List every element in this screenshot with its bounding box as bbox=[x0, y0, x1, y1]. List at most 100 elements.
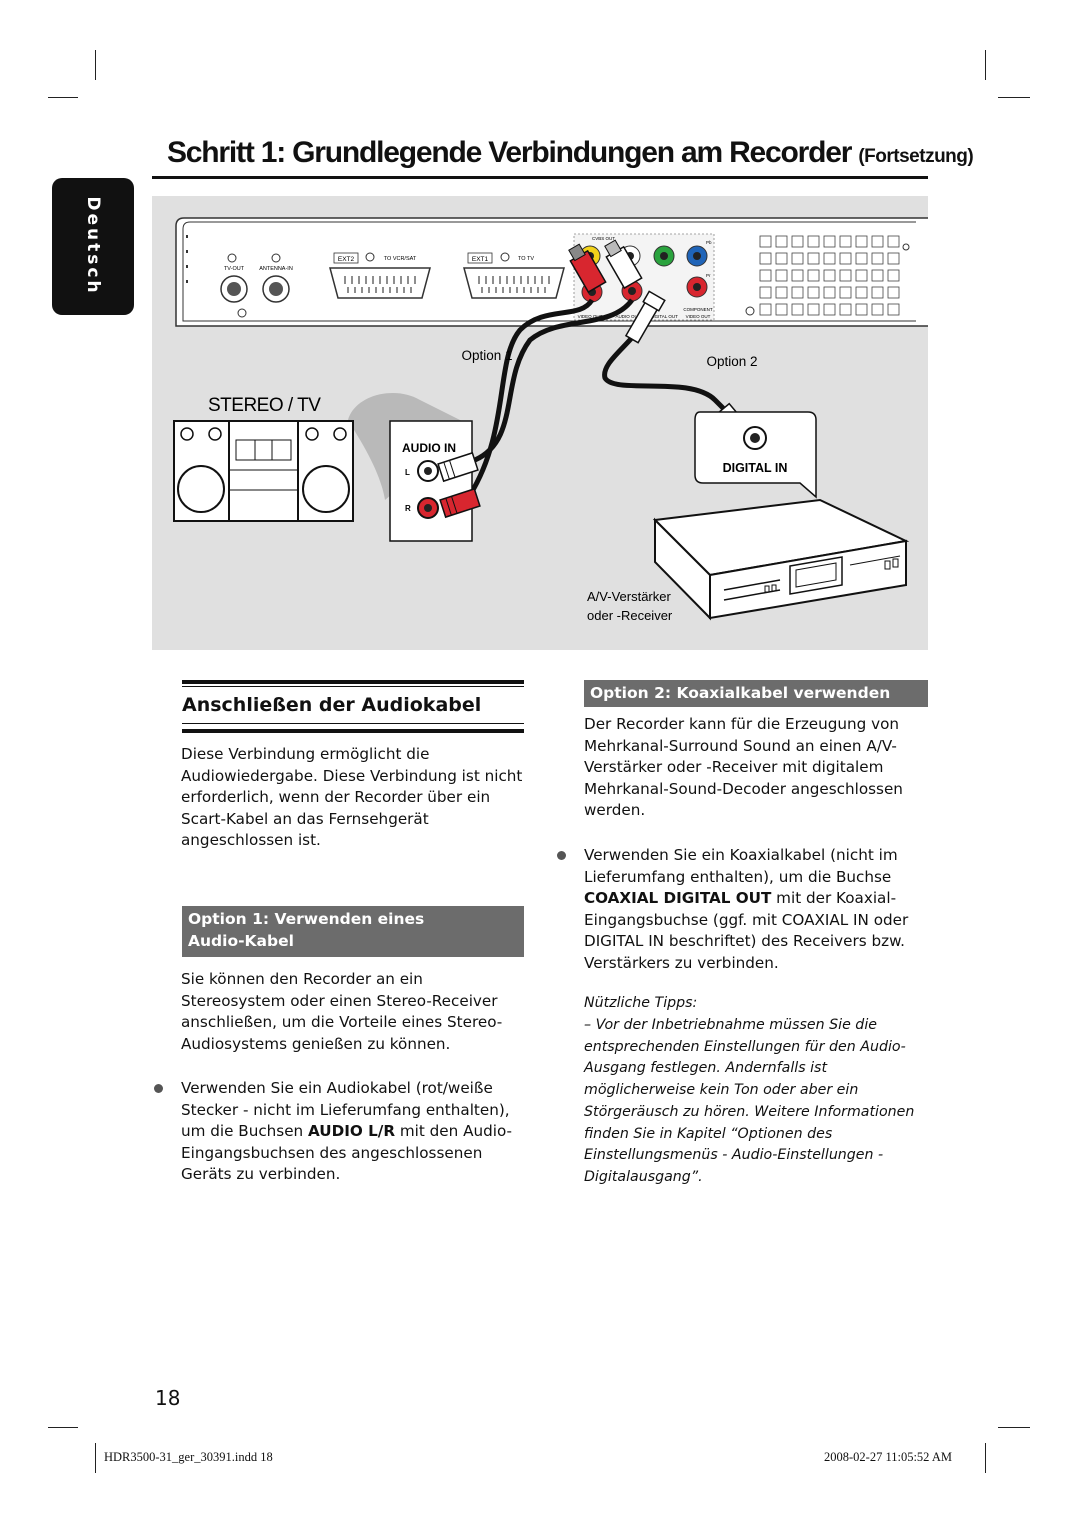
cvbs-out-label: CVBS OUT bbox=[592, 236, 615, 241]
vent-slot bbox=[775, 303, 788, 316]
page-number: 18 bbox=[155, 1386, 181, 1410]
vent-slot bbox=[839, 303, 852, 316]
option1-bar-line2: Audio-Kabel bbox=[188, 932, 294, 950]
vent-slot bbox=[775, 286, 788, 299]
section-rule bbox=[182, 680, 524, 684]
vent-slot bbox=[887, 252, 900, 265]
panel-vents bbox=[759, 235, 900, 316]
vent-slot bbox=[791, 303, 804, 316]
crop-mark bbox=[985, 1443, 986, 1473]
vent-slot bbox=[759, 235, 772, 248]
vent-slot bbox=[871, 303, 884, 316]
digital-out-label: DIGITAL OUT bbox=[650, 314, 678, 319]
recorder-back-panel: TV-OUT ANTENNA-IN EXT2 TO VCR/SAT EXT1 bbox=[175, 217, 928, 327]
vent-slot bbox=[807, 303, 820, 316]
digital-in-callout: DIGITAL IN bbox=[694, 411, 817, 499]
vent-slot bbox=[759, 269, 772, 282]
vent-slot bbox=[823, 303, 836, 316]
vent-slot bbox=[807, 269, 820, 282]
option1-text: Sie können den Recorder an ein Stereosys… bbox=[181, 970, 503, 1053]
option1-bullet-text: Verwenden Sie ein Audiokabel (rot/weiße … bbox=[181, 1078, 526, 1186]
crop-mark bbox=[95, 50, 96, 80]
audio-in-panel: AUDIO IN L R bbox=[389, 420, 481, 542]
vent-slot bbox=[855, 235, 868, 248]
vent-slot bbox=[855, 303, 868, 316]
vent-slot bbox=[887, 269, 900, 282]
option1-bullet-post: mit den Audio-Eingangsbuchsen des angesc… bbox=[181, 1122, 513, 1184]
option2-bullet-bold: COAXIAL DIGITAL OUT bbox=[584, 889, 772, 908]
option2-label: Option 2 bbox=[706, 354, 757, 369]
option1-label: Option 1 bbox=[461, 348, 512, 363]
antenna-in-label: ANTENNA-IN bbox=[259, 266, 293, 272]
connection-diagram: TV-OUT ANTENNA-IN EXT2 TO VCR/SAT EXT1 bbox=[152, 196, 928, 650]
stereo-system bbox=[173, 420, 354, 522]
vent-slot bbox=[887, 235, 900, 248]
section-heading-audio: Anschließen der Audiokabel bbox=[182, 694, 482, 716]
vent-slot bbox=[823, 235, 836, 248]
vent-slot bbox=[871, 286, 884, 299]
vent-slot bbox=[823, 286, 836, 299]
language-tab: Deutsch bbox=[52, 178, 134, 315]
component-label: COMPONENT bbox=[683, 307, 713, 312]
ext1-label: EXT1 bbox=[472, 256, 489, 263]
option1-bar-line1: Option 1: Verwenden eines bbox=[188, 910, 425, 928]
audio-intro-text: Diese Verbindung ermöglicht die Audiowie… bbox=[181, 745, 523, 850]
video-out-small-label: VIDEO OUT bbox=[578, 314, 603, 319]
vent-slot bbox=[871, 252, 884, 265]
option1-bullet-pre: Verwenden Sie ein Audiokabel (rot/weiße … bbox=[181, 1079, 510, 1141]
vent-slot bbox=[759, 286, 772, 299]
tv-out-label: TV-OUT bbox=[224, 266, 245, 272]
vent-slot bbox=[759, 252, 772, 265]
vent-slot bbox=[871, 269, 884, 282]
vent-slot bbox=[775, 252, 788, 265]
connection-diagram-svg: TV-OUT ANTENNA-IN EXT2 TO VCR/SAT EXT1 bbox=[173, 217, 928, 623]
to-tv-label: TO TV bbox=[518, 256, 534, 262]
option2-bullet-pre: Verwenden Sie ein Koaxialkabel (nicht im… bbox=[584, 846, 898, 886]
vent-slot bbox=[839, 269, 852, 282]
footer-file-info: HDR3500-31_ger_30391.indd 18 bbox=[104, 1450, 273, 1464]
vent-slot bbox=[775, 235, 788, 248]
audio-out-label: AUDIO OUT bbox=[615, 314, 640, 319]
ext2-label: EXT2 bbox=[338, 256, 355, 263]
vent-slot bbox=[807, 252, 820, 265]
vent-slot bbox=[759, 303, 772, 316]
vent-slot bbox=[807, 235, 820, 248]
crop-mark bbox=[998, 97, 1030, 98]
to-vcr-sat-label: TO VCR/SAT bbox=[384, 256, 417, 262]
crop-mark bbox=[95, 1443, 96, 1473]
vent-slot bbox=[791, 286, 804, 299]
pb-label: Pb bbox=[706, 240, 712, 245]
section-rule bbox=[182, 686, 524, 687]
receiver-caption-2: oder -Receiver bbox=[587, 608, 673, 623]
option1-bar: Option 1: Verwenden eines Audio-Kabel bbox=[182, 906, 524, 957]
vent-slot bbox=[855, 252, 868, 265]
vent-slot bbox=[887, 303, 900, 316]
tips-text: – Vor der Inbetriebnahme müssen Sie die … bbox=[584, 1017, 915, 1185]
vent-slot bbox=[839, 252, 852, 265]
section-rule bbox=[182, 729, 524, 733]
crop-mark bbox=[48, 97, 78, 98]
vent-slot bbox=[807, 286, 820, 299]
audio-in-r-label: R bbox=[405, 504, 411, 513]
av-receiver bbox=[652, 498, 910, 621]
page-title-suffix: (Fortsetzung) bbox=[858, 146, 974, 167]
option2-intro-text: Der Recorder kann für die Erzeugung von … bbox=[584, 715, 903, 820]
option2-bar: Option 2: Koaxialkabel verwenden bbox=[584, 680, 928, 707]
option2-bullet-post: mit der Koaxial-Eingangsbuchse (ggf. mit… bbox=[584, 889, 909, 972]
tips-heading: Nützliche Tipps: bbox=[584, 995, 698, 1011]
crop-mark bbox=[48, 1427, 78, 1428]
video-out-label: VIDEO OUT bbox=[686, 314, 711, 319]
vent-slot bbox=[855, 269, 868, 282]
vent-slot bbox=[823, 269, 836, 282]
audio-cable bbox=[467, 239, 643, 497]
vent-slot bbox=[855, 286, 868, 299]
vent-slot bbox=[791, 269, 804, 282]
vent-slot bbox=[887, 286, 900, 299]
vent-slot bbox=[871, 235, 884, 248]
audio-in-l-label: L bbox=[405, 468, 410, 477]
stereo-tv-label: STEREO / TV bbox=[208, 395, 321, 416]
option2-bullet-text: Verwenden Sie ein Koaxialkabel (nicht im… bbox=[584, 845, 929, 975]
vent-slot bbox=[775, 269, 788, 282]
title-rule bbox=[152, 176, 928, 179]
crop-mark bbox=[998, 1427, 1030, 1428]
